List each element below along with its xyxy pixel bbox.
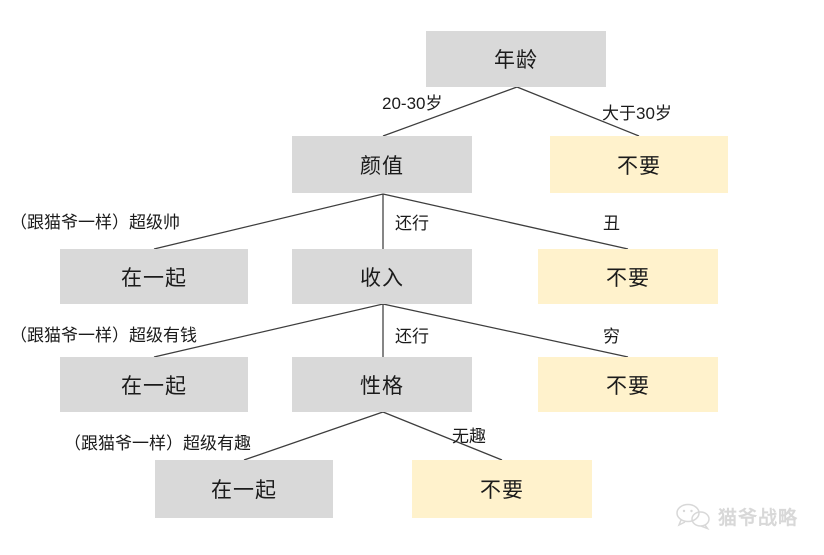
- node-reject-age: 不要: [550, 136, 728, 193]
- node-together-income: 在一起: [60, 357, 248, 412]
- edge-label-age-over-30: 大于30岁: [602, 104, 672, 123]
- edge-label-income-okay: 还行: [395, 327, 429, 346]
- edge-line: [243, 411, 384, 461]
- edge-label-looks-ugly: 丑: [603, 214, 620, 233]
- node-reject-personality: 不要: [412, 460, 592, 518]
- edge-label-looks-okay: 还行: [395, 214, 429, 233]
- watermark: 猫爷战略: [674, 502, 798, 530]
- edge-label-looks-super-handsome: （跟猫爷一样）超级帅: [10, 213, 180, 232]
- watermark-text: 猫爷战略: [718, 507, 799, 529]
- node-together-looks: 在一起: [60, 249, 248, 304]
- node-reject-income: 不要: [538, 357, 718, 412]
- edge-label-income-super-rich: （跟猫爷一样）超级有钱: [10, 326, 197, 345]
- node-together-personality: 在一起: [155, 460, 333, 518]
- edge-label-personality-boring: 无趣: [452, 427, 486, 446]
- edge-line: [153, 193, 384, 250]
- node-looks: 颜值: [292, 136, 472, 193]
- node-income: 收入: [292, 249, 472, 304]
- wechat-icon: [676, 503, 710, 530]
- node-personality: 性格: [292, 357, 472, 412]
- node-age: 年龄: [426, 31, 606, 87]
- edge-label-personality-fun: （跟猫爷一样）超级有趣: [64, 434, 251, 453]
- edge-label-income-poor: 穷: [603, 327, 620, 346]
- edge-label-age-20-30: 20-30岁: [382, 94, 443, 113]
- node-reject-looks: 不要: [538, 249, 718, 304]
